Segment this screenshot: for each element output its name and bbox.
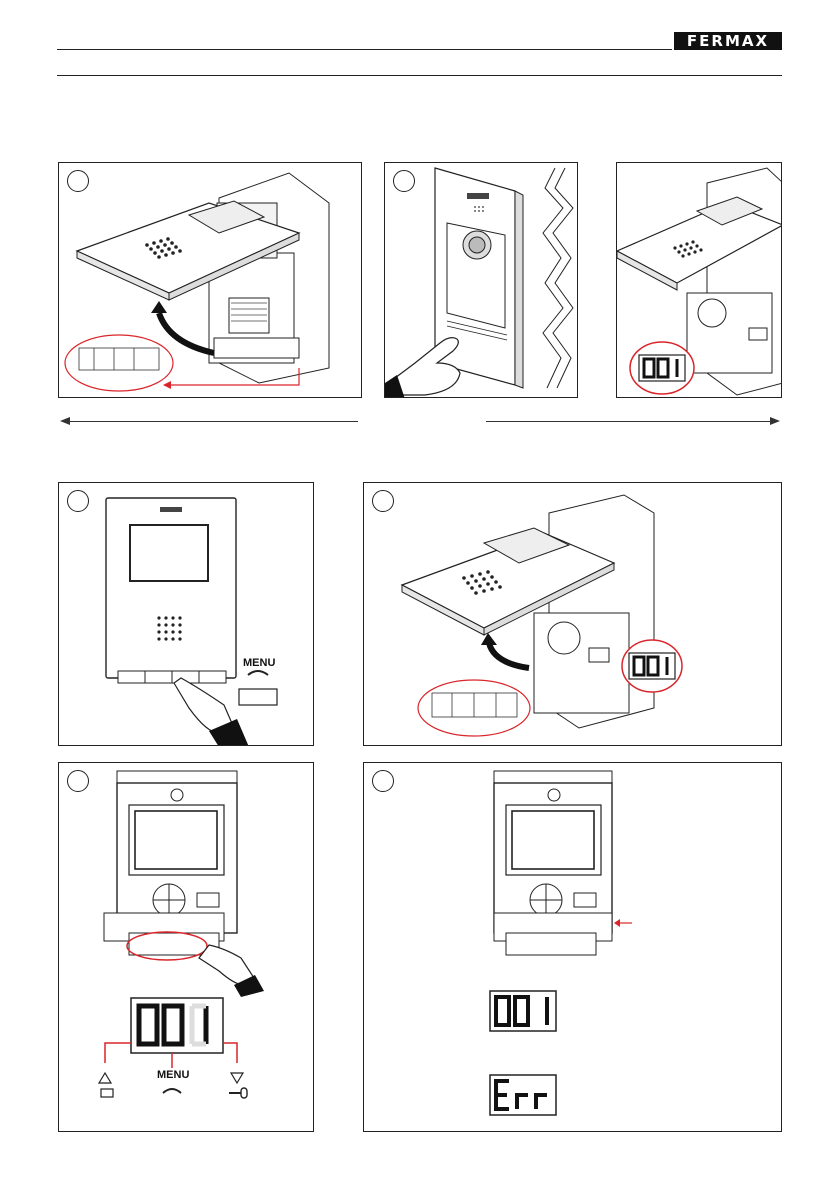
- panel-step-3: [616, 162, 782, 398]
- header-rule-top: [57, 49, 672, 50]
- panel-step-4: MENU: [58, 482, 314, 746]
- panel-step-2: [384, 162, 578, 398]
- menu-label: MENU: [157, 1069, 189, 1081]
- illustration-open-cover: [59, 163, 362, 398]
- header-rule-bottom: [57, 75, 782, 76]
- menu-label: MENU: [243, 657, 275, 669]
- illustration-press-button: [385, 163, 578, 398]
- illustration-open-cover-display: [364, 483, 782, 746]
- panel-step-7: [363, 762, 782, 1132]
- arrow-right-line: [486, 421, 774, 422]
- panel-step-1: [58, 162, 362, 398]
- panel-step-5: [363, 482, 782, 746]
- arrow-left-line: [66, 421, 358, 422]
- illustration-monitor: [59, 483, 314, 746]
- panel-step-6: MENU: [58, 762, 314, 1132]
- illustration-display-001: [617, 163, 782, 398]
- illustration-result-display: [364, 763, 782, 1132]
- fermax-logo: FERMAX: [674, 32, 782, 50]
